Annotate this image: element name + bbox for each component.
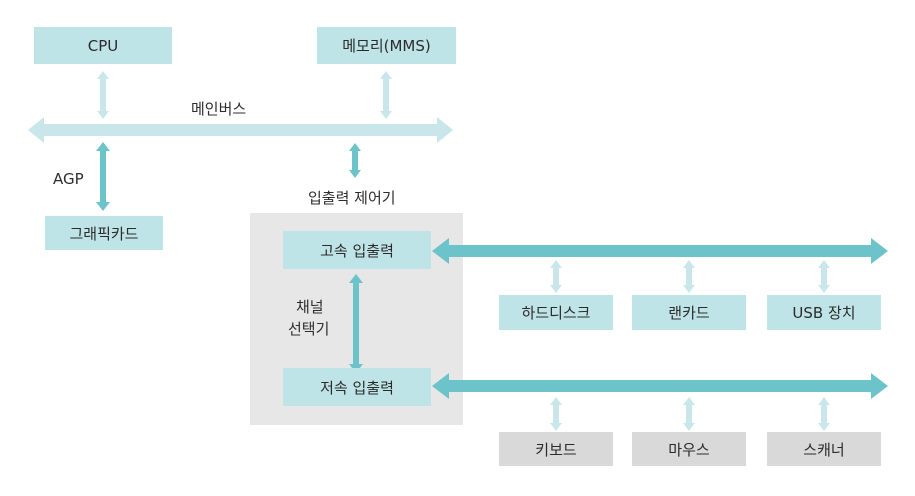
keyboard-link xyxy=(550,397,562,431)
mouse-node: 마우스 xyxy=(632,432,746,466)
hdd-link xyxy=(550,260,562,293)
cpu-bus-link xyxy=(97,71,109,119)
lan-link xyxy=(683,260,695,293)
high-speed-bus-arrow xyxy=(432,238,888,264)
agp-link xyxy=(96,142,110,211)
io-controller-link xyxy=(349,143,361,178)
channel-label-line1: 채널 xyxy=(296,298,324,316)
high-speed-io-node: 고속 입출력 xyxy=(283,231,431,269)
usb-device-node: USB 장치 xyxy=(767,295,881,330)
memory-bus-link xyxy=(380,71,392,119)
hdd-node: 하드디스크 xyxy=(499,295,613,330)
main-bus-label: 메인버스 xyxy=(191,100,247,118)
channel-selector-link xyxy=(349,274,363,373)
scanner-link xyxy=(818,397,830,431)
usb-link xyxy=(818,260,830,293)
channel-label-line2: 선택기 xyxy=(288,320,330,338)
scanner-node: 스캐너 xyxy=(767,432,881,466)
io-controller-label: 입출력 제어기 xyxy=(308,189,396,207)
low-speed-bus-arrow xyxy=(432,373,888,399)
cpu-node: CPU xyxy=(34,27,172,64)
low-speed-io-node: 저속 입출력 xyxy=(283,368,431,406)
memory-node: 메모리(MMS) xyxy=(317,27,456,64)
agp-label: AGP xyxy=(53,170,84,188)
mouse-link xyxy=(683,397,695,431)
main-bus-arrow xyxy=(28,117,453,143)
lan-card-node: 랜카드 xyxy=(632,295,746,330)
graphics-card-node: 그래픽카드 xyxy=(45,216,163,250)
keyboard-node: 키보드 xyxy=(499,432,613,466)
